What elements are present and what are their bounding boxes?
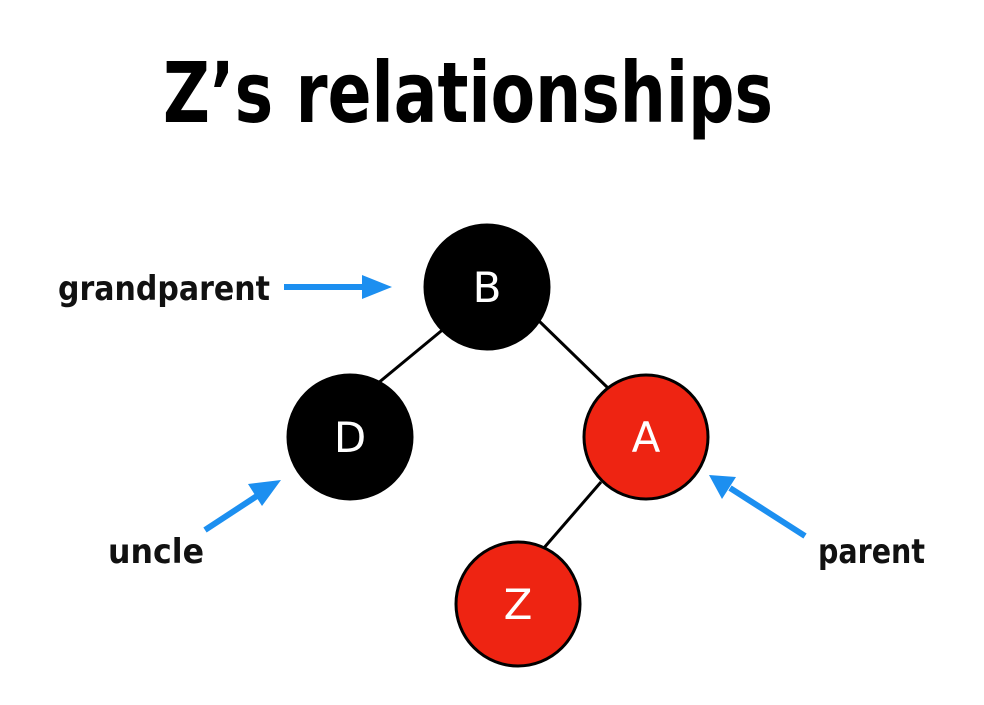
node-circle <box>286 373 414 501</box>
edge-b-a <box>536 318 611 391</box>
edge-a-z <box>541 481 603 550</box>
slide-title: Z’s relationships <box>163 44 773 142</box>
tree-node-z: Z <box>454 540 582 668</box>
node-circle <box>582 373 710 501</box>
node-circle <box>454 540 582 668</box>
tree-node-a: A <box>582 373 710 501</box>
node-label: Z <box>504 580 533 629</box>
arrow-up-right-icon <box>203 480 281 533</box>
node-circle <box>423 223 551 351</box>
tree-node-d: D <box>286 373 414 501</box>
node-label: A <box>632 413 661 462</box>
arrow-right-icon <box>284 275 392 299</box>
grandparent-label: grandparent <box>58 269 270 309</box>
annotation-grandparent: grandparent <box>58 269 392 309</box>
parent-label: parent <box>818 532 925 572</box>
node-label: D <box>334 413 366 462</box>
tree-edges <box>376 318 611 550</box>
annotation-uncle: uncle <box>108 480 281 572</box>
uncle-label: uncle <box>108 532 204 572</box>
node-label: B <box>473 263 502 312</box>
arrow-up-left-icon <box>709 475 807 539</box>
annotation-parent: parent <box>709 475 925 572</box>
tree-node-b: B <box>423 223 551 351</box>
edge-b-d <box>376 325 447 386</box>
